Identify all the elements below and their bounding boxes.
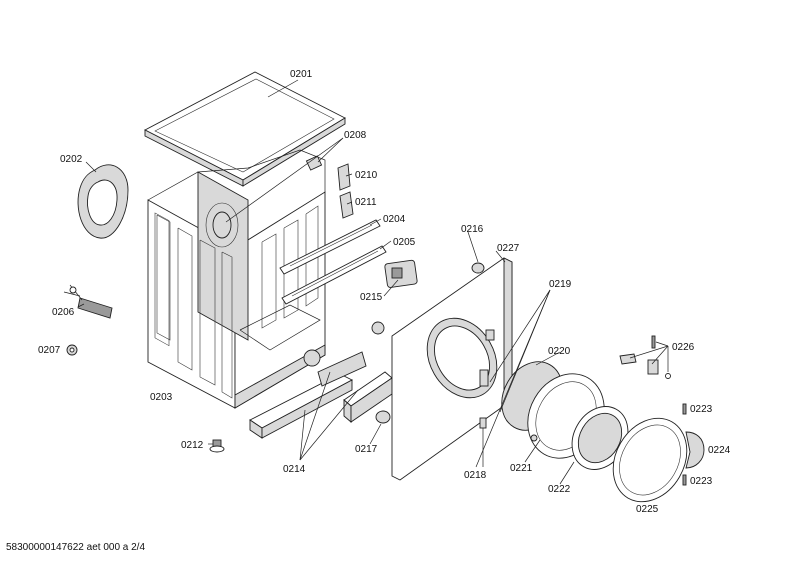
label-0201: 0201 <box>290 69 313 80</box>
part-0227-front-panel[interactable] <box>391 257 513 481</box>
part-0215-door-lock[interactable] <box>384 259 418 288</box>
label-0204: 0204 <box>383 214 406 225</box>
part-0223-pin-upper[interactable] <box>682 403 687 415</box>
part-0211-fixing[interactable] <box>339 191 354 219</box>
label-0222: 0222 <box>548 484 571 495</box>
label-0206: 0206 <box>52 307 75 318</box>
label-0225: 0225 <box>636 504 659 515</box>
label-0224: 0224 <box>708 445 731 456</box>
part-0224-door-handle[interactable] <box>685 431 705 469</box>
part-0216-knob-lower[interactable] <box>371 321 385 335</box>
label-0221: 0221 <box>510 463 533 474</box>
label-0218: 0218 <box>464 470 487 481</box>
label-0203: 0203 <box>150 392 173 403</box>
part-0218-clip[interactable] <box>479 417 487 429</box>
part-0214-fascia-left[interactable] <box>249 373 353 439</box>
label-0215: 0215 <box>360 292 383 303</box>
part-0205-rail[interactable] <box>281 245 387 305</box>
label-0210: 0210 <box>355 170 378 181</box>
part-labels: 0201 0202 0203 0204 0205 0206 0207 0208 … <box>38 69 731 515</box>
label-0208: 0208 <box>344 130 367 141</box>
label-0219: 0219 <box>549 279 572 290</box>
part-0207-cap[interactable] <box>66 344 78 356</box>
label-0223-lower: 0223 <box>690 476 713 487</box>
part-0212-foot[interactable] <box>209 439 225 453</box>
label-0207: 0207 <box>38 345 61 356</box>
part-0225-outer-ring[interactable] <box>599 405 702 515</box>
part-0222-door-frame[interactable] <box>561 396 639 479</box>
part-0226-hinge-set[interactable] <box>619 335 671 379</box>
label-0205: 0205 <box>393 237 416 248</box>
part-0217-foot[interactable] <box>375 410 391 424</box>
part-0201-top-cover[interactable] <box>144 71 346 187</box>
part-0206-hose-connector[interactable] <box>63 284 113 319</box>
label-0227: 0227 <box>497 243 520 254</box>
part-0202-rear-cover[interactable] <box>77 164 129 239</box>
label-0211: 0211 <box>355 197 377 208</box>
label-0212: 0212 <box>181 440 204 451</box>
label-0214: 0214 <box>283 464 306 475</box>
label-0202: 0202 <box>60 154 83 165</box>
leader-lines <box>77 79 669 485</box>
label-0226: 0226 <box>672 342 695 353</box>
part-0214-panel-middle[interactable] <box>317 351 367 387</box>
part-0223-pin-lower[interactable] <box>682 474 687 486</box>
part-0210-bracket[interactable] <box>337 163 351 191</box>
part-0204-rail[interactable] <box>279 219 381 275</box>
label-0216: 0216 <box>461 224 484 235</box>
part-0214-fascia-right[interactable] <box>343 371 393 423</box>
label-0223-upper: 0223 <box>690 404 713 415</box>
label-0217: 0217 <box>355 444 378 455</box>
part-0203-cabinet[interactable] <box>147 149 326 409</box>
document-reference: 58300000147622 aet 000 a 2/4 <box>6 542 146 553</box>
label-0220: 0220 <box>548 346 571 357</box>
part-0216-knob[interactable] <box>471 262 485 274</box>
